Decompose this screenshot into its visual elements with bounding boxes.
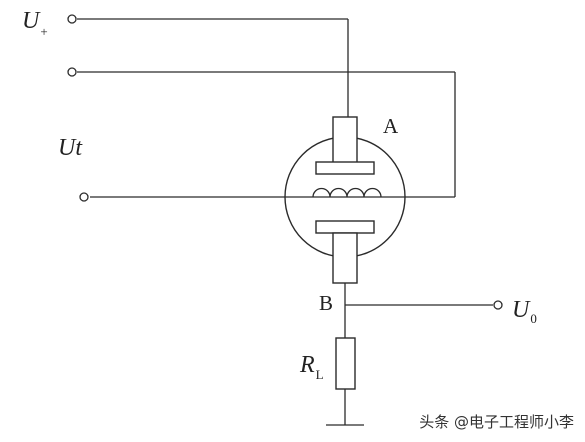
label-node-b: B (319, 291, 333, 315)
cathode-plate (315, 220, 375, 234)
heater-coil (312, 187, 382, 198)
label-u-plus: U+ (22, 8, 48, 39)
label-rl: RL (299, 352, 324, 382)
label-ut: Ut (58, 135, 83, 161)
watermark: 头条 @电子工程师小李 (419, 413, 574, 431)
label-u0: U0 (512, 297, 537, 326)
wires (77, 18, 493, 426)
anode-stem (332, 116, 358, 164)
terminal-u0 (493, 300, 503, 310)
terminal-second (67, 67, 77, 77)
cathode-stem (332, 232, 358, 284)
terminal-ut (79, 192, 89, 202)
label-node-a: A (383, 114, 399, 138)
load-resistor (335, 337, 356, 390)
terminal-u-plus (67, 14, 77, 24)
anode-plate (315, 161, 375, 175)
